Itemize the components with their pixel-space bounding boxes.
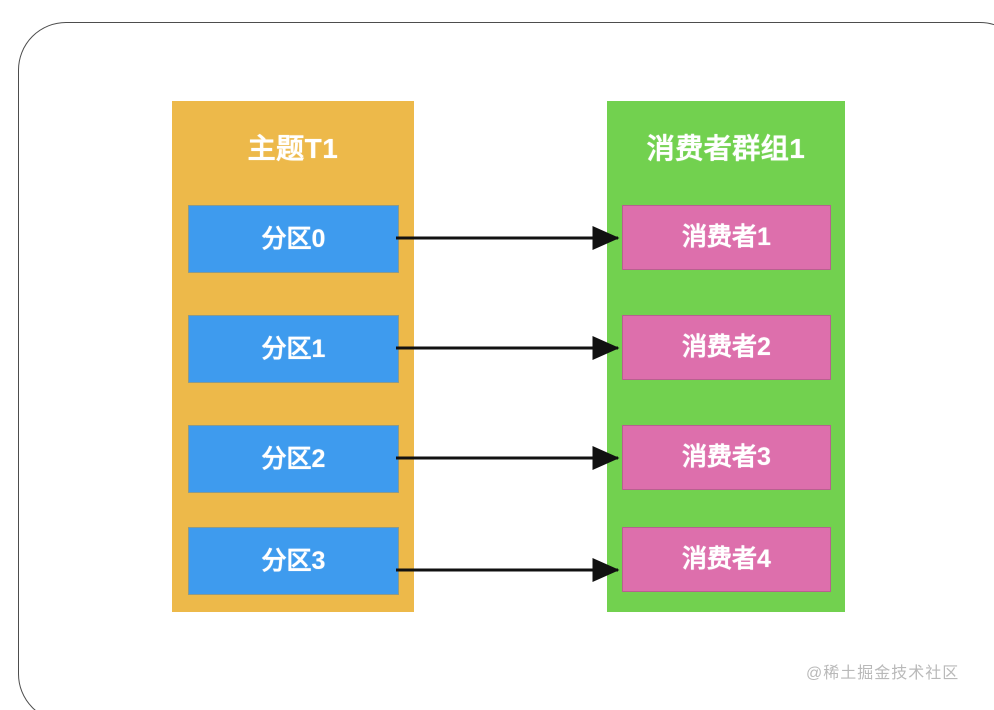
- consumer-box-0[interactable]: 消费者1: [622, 205, 831, 270]
- watermark: @稀土掘金技术社区: [806, 665, 960, 682]
- partition-label-1: 分区1: [261, 334, 326, 363]
- consumer-group-panel: 消费者群组1 消费者1 消费者2 消费者3 消费者4: [607, 101, 845, 612]
- consumer-label-3: 消费者4: [682, 545, 771, 573]
- partition-label-3: 分区3: [261, 546, 326, 575]
- consumer-box-1[interactable]: 消费者2: [622, 315, 831, 380]
- consumer-group-title: 消费者群组1: [646, 133, 806, 164]
- partition-label-0: 分区0: [261, 224, 326, 253]
- topic-title: 主题T1: [247, 133, 339, 164]
- consumer-label-1: 消费者2: [682, 333, 771, 361]
- consumer-label-2: 消费者3: [682, 443, 771, 471]
- partition-box-0[interactable]: 分区0: [189, 206, 398, 272]
- consumer-box-3[interactable]: 消费者4: [622, 527, 831, 592]
- partition-box-2[interactable]: 分区2: [189, 426, 398, 492]
- partition-box-1[interactable]: 分区1: [189, 316, 398, 382]
- partition-label-2: 分区2: [261, 444, 326, 473]
- partition-box-3[interactable]: 分区3: [189, 528, 398, 594]
- consumer-label-0: 消费者1: [682, 223, 771, 251]
- outer-rounded-frame: [18, 22, 994, 710]
- consumer-box-2[interactable]: 消费者3: [622, 425, 831, 490]
- topic-panel: 主题T1 分区0 分区1 分区2 分区3: [172, 101, 414, 612]
